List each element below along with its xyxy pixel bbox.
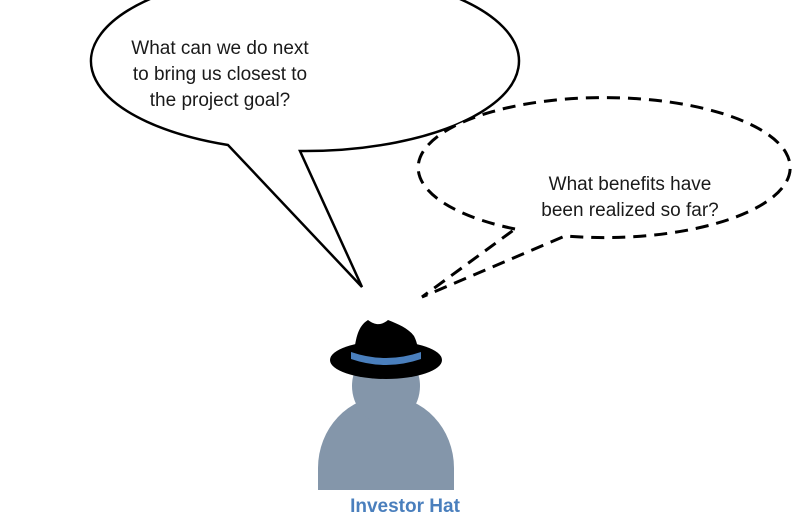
person-body: [318, 396, 454, 490]
hat-icon: [330, 320, 442, 379]
speech-bubble-text: What can we do next to bring us closest …: [131, 38, 309, 111]
figure-caption: Investor Hat: [350, 496, 460, 517]
thought-bubble-text: What benefits have been realized so far?: [541, 174, 719, 221]
thought-bubble: [416, 96, 792, 299]
hat-band: [351, 352, 421, 365]
